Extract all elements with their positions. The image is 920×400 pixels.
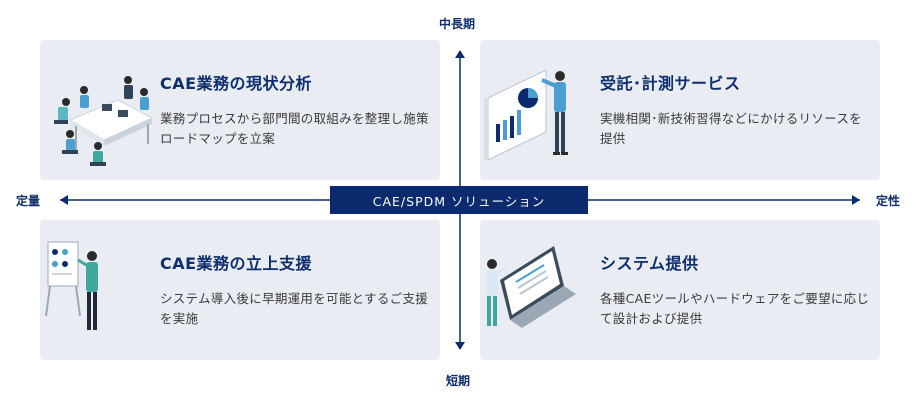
quadrant-description: 業務プロセスから部門間の取組みを整理し施策ロードマップを立案 — [160, 111, 429, 146]
down-arrow-icon — [455, 342, 465, 350]
presentation-chart-icon — [484, 69, 568, 161]
quadrant-card-analysis: CAE業務の現状分析 業務プロセスから部門間の取組みを整理し施策ロードマップを立… — [40, 40, 440, 180]
quadrant-title: CAE業務の立上支援 — [160, 254, 313, 273]
left-arrow-icon — [60, 195, 68, 205]
team-meeting-icon — [54, 76, 154, 166]
quadrant-description: 各種CAEツールやハードウェアをご要望に応じて設計および提供 — [600, 291, 870, 326]
axis-label-top: 中長期 — [439, 17, 476, 31]
axis-label-right: 定性 — [876, 194, 901, 208]
quadrant-title: CAE業務の現状分析 — [160, 74, 313, 93]
whiteboard-icon — [45, 241, 98, 330]
axis-label-left: 定量 — [16, 194, 41, 208]
quadrant-card-outsourcing: 受託･計測サービス 実機相関･新技術習得などにかけるリソースを提供 — [480, 40, 880, 180]
quadrant-description: システム導入後に早期運用を可能とするご支援を実施 — [160, 291, 429, 326]
quadrant-title: 受託･計測サービス — [600, 74, 741, 93]
quadrant-card-system: システム提供 各種CAEツールやハードウェアをご要望に応じて設計および提供 — [480, 220, 880, 360]
quadrant-description: 実機相関･新技術習得などにかけるリソースを提供 — [600, 111, 862, 146]
quadrant-title: システム提供 — [600, 254, 699, 273]
laptop-icon — [486, 246, 576, 328]
up-arrow-icon — [455, 50, 465, 58]
axis-label-bottom: 短期 — [446, 374, 471, 388]
right-arrow-icon — [852, 195, 860, 205]
quadrant-card-launch-support: CAE業務の立上支援 システム導入後に早期運用を可能とするご支援を実施 — [40, 220, 440, 360]
center-solution-label: CAE/SPDM ソリューション — [330, 186, 588, 214]
